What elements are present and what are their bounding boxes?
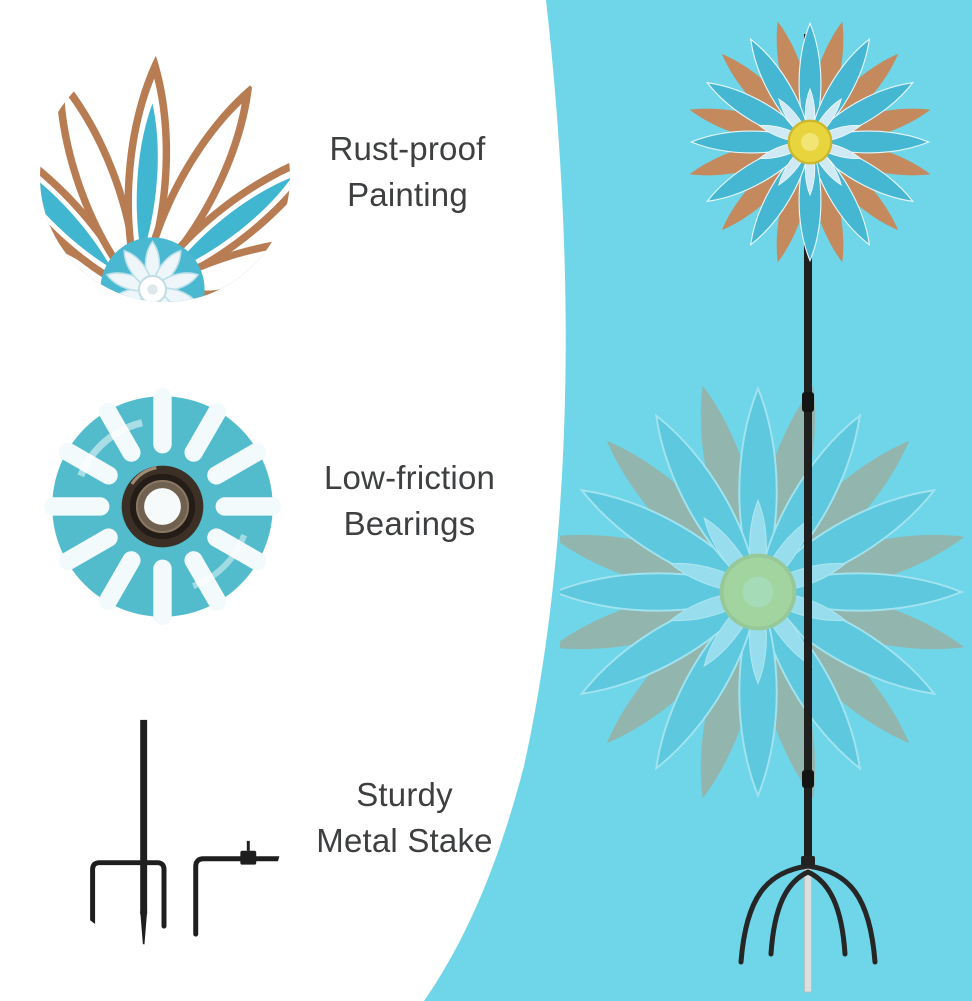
feature-label-line: Rust-proof [329,130,486,167]
metal-pole [802,34,814,993]
ground-stake-prongs [738,863,878,965]
prong-hub [801,856,815,866]
feature-label-line: Metal Stake [316,822,493,859]
sturdy-metal-stake-image [45,708,283,946]
ghost-spinner-icon [560,380,970,803]
low-friction-bearings-image [40,385,285,630]
feature-label-line: Sturdy [356,776,453,813]
bearing-hub-closeup-icon [44,388,281,625]
feature-label-line: Painting [347,176,468,213]
metal-stake-closeup-icon [90,719,283,946]
wind-spinner-product-image [560,0,972,993]
spinner-petals-closeup-icon [40,54,290,302]
top-spinner-icon [687,19,934,266]
feature-label-rust-proof-painting: Rust-proof Painting [300,126,515,218]
feature-label-sturdy-metal-stake: Sturdy Metal Stake [297,772,512,864]
rust-proof-painting-image [40,52,290,302]
feature-label-line: Bearings [343,505,476,542]
feature-label-line: Low-friction [323,459,496,496]
feature-label-low-friction-bearings: Low-friction Bearings [302,455,517,547]
